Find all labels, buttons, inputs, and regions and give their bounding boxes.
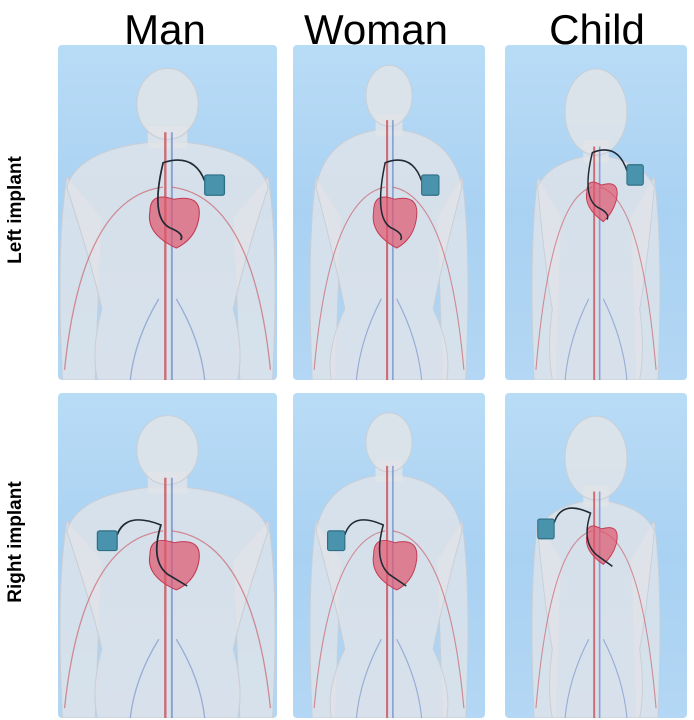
pacemaker-icon <box>97 531 117 551</box>
head <box>137 68 198 139</box>
pacemaker-icon <box>328 531 345 551</box>
torso <box>316 130 462 380</box>
pacemaker-icon <box>538 519 554 539</box>
pacemaker-icon <box>205 175 225 195</box>
torso <box>316 476 462 718</box>
panel-woman-left-implant <box>293 45 485 380</box>
head <box>366 413 412 472</box>
pacemaker-icon <box>627 165 643 185</box>
head <box>137 416 198 485</box>
body-figure <box>532 69 660 380</box>
row-label-right-implant: Right implant <box>3 442 29 642</box>
panel-woman-right-implant <box>293 393 485 718</box>
panel-child-right-implant <box>505 393 687 718</box>
head <box>565 416 627 500</box>
torso <box>67 488 268 718</box>
head <box>565 69 627 155</box>
head <box>366 65 412 126</box>
row-label-left-implant: Left implant <box>3 110 29 310</box>
panel-child-left-implant <box>505 45 687 380</box>
panel-man-right-implant <box>58 393 277 718</box>
body-figure <box>532 416 660 718</box>
pacemaker-icon <box>422 175 439 195</box>
torso <box>67 142 268 380</box>
panel-man-left-implant <box>58 45 277 380</box>
